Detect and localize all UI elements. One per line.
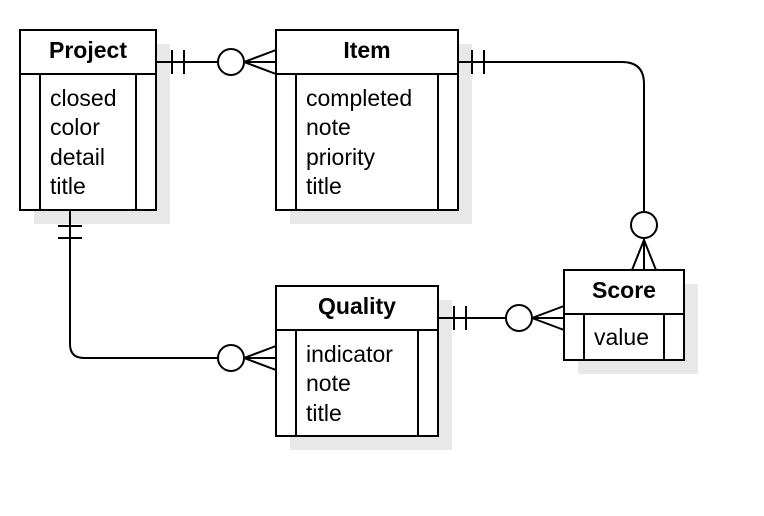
entity-title: Item	[343, 37, 390, 63]
attribute: title	[50, 173, 86, 199]
attribute: value	[594, 324, 649, 350]
attribute: completed	[306, 85, 412, 111]
attribute: title	[306, 173, 342, 199]
relationship-item-score	[458, 50, 658, 271]
attribute: detail	[50, 144, 105, 170]
optional-many-marker	[505, 304, 533, 332]
entity-title: Project	[49, 37, 127, 63]
entity-title: Quality	[318, 293, 396, 319]
entity-score[interactable]: Score value	[563, 269, 685, 361]
relationship-project-item	[156, 48, 277, 76]
entity-item[interactable]: Item completed note priority title	[275, 29, 459, 211]
attribute: note	[306, 370, 351, 396]
optional-many-marker	[217, 344, 245, 372]
attribute: color	[50, 114, 100, 140]
attribute: priority	[306, 144, 376, 170]
entity-project[interactable]: Project closed color detail title	[19, 29, 157, 211]
attribute: closed	[50, 85, 116, 111]
entity-quality[interactable]: Quality indicator note title	[275, 285, 439, 437]
optional-many-marker	[217, 48, 245, 76]
entity-title: Score	[592, 277, 656, 303]
relationship-quality-score	[438, 304, 565, 332]
relationship-project-quality	[58, 210, 277, 372]
attribute: note	[306, 114, 351, 140]
attribute: indicator	[306, 341, 393, 367]
attribute: title	[306, 400, 342, 426]
optional-many-marker	[630, 211, 658, 239]
